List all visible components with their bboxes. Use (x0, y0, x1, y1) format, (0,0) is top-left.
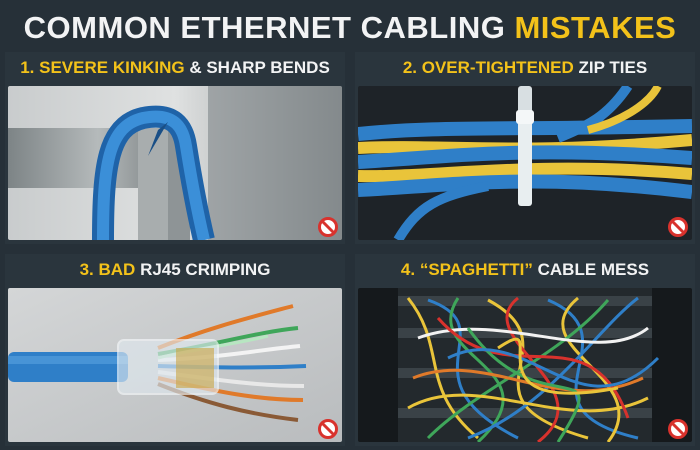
caption-number: 3. (79, 260, 94, 279)
caption-highlight: “SPAGHETTI” (419, 260, 533, 279)
panel-kinking: 1. SEVERE KINKING & SHARP BENDS (5, 52, 345, 244)
mistakes-grid: 1. SEVERE KINKING & SHARP BENDS (5, 52, 695, 446)
page-title: COMMON ETHERNET CABLING MISTAKES (0, 10, 700, 46)
no-entry-icon (317, 216, 339, 238)
caption-rest: RJ45 CRIMPING (140, 260, 271, 279)
rj45-connector-photo (8, 288, 342, 442)
caption-number: 1. (20, 58, 35, 77)
panel-caption: 1. SEVERE KINKING & SHARP BENDS (5, 52, 345, 84)
caption-number: 2. (402, 58, 417, 77)
panel-spaghetti: 4. “SPAGHETTI” CABLE MESS (355, 254, 695, 446)
no-entry-icon (667, 216, 689, 238)
no-entry-icon (667, 418, 689, 440)
caption-rest: & SHARP BENDS (189, 58, 330, 77)
panel-caption: 4. “SPAGHETTI” CABLE MESS (355, 254, 695, 286)
kinked-cable-photo (8, 86, 342, 240)
panel-caption: 3. BAD RJ45 CRIMPING (5, 254, 345, 286)
title-main: COMMON ETHERNET CABLING (23, 10, 515, 45)
caption-highlight: SEVERE KINKING (39, 58, 185, 77)
caption-highlight: OVER-TIGHTENED (421, 58, 574, 77)
caption-highlight: BAD (98, 260, 136, 279)
no-entry-icon (317, 418, 339, 440)
caption-rest: ZIP TIES (578, 58, 648, 77)
server-rack-mess-photo (358, 288, 692, 442)
title-highlight: MISTAKES (514, 10, 677, 45)
panel-caption: 2. OVER-TIGHTENED ZIP TIES (355, 52, 695, 84)
zip-tie-cable-photo (358, 86, 692, 240)
caption-number: 4. (400, 260, 416, 279)
panel-zip-ties: 2. OVER-TIGHTENED ZIP TIES (355, 52, 695, 244)
panel-crimping: 3. BAD RJ45 CRIMPING (5, 254, 345, 446)
caption-rest: CABLE MESS (537, 260, 650, 279)
